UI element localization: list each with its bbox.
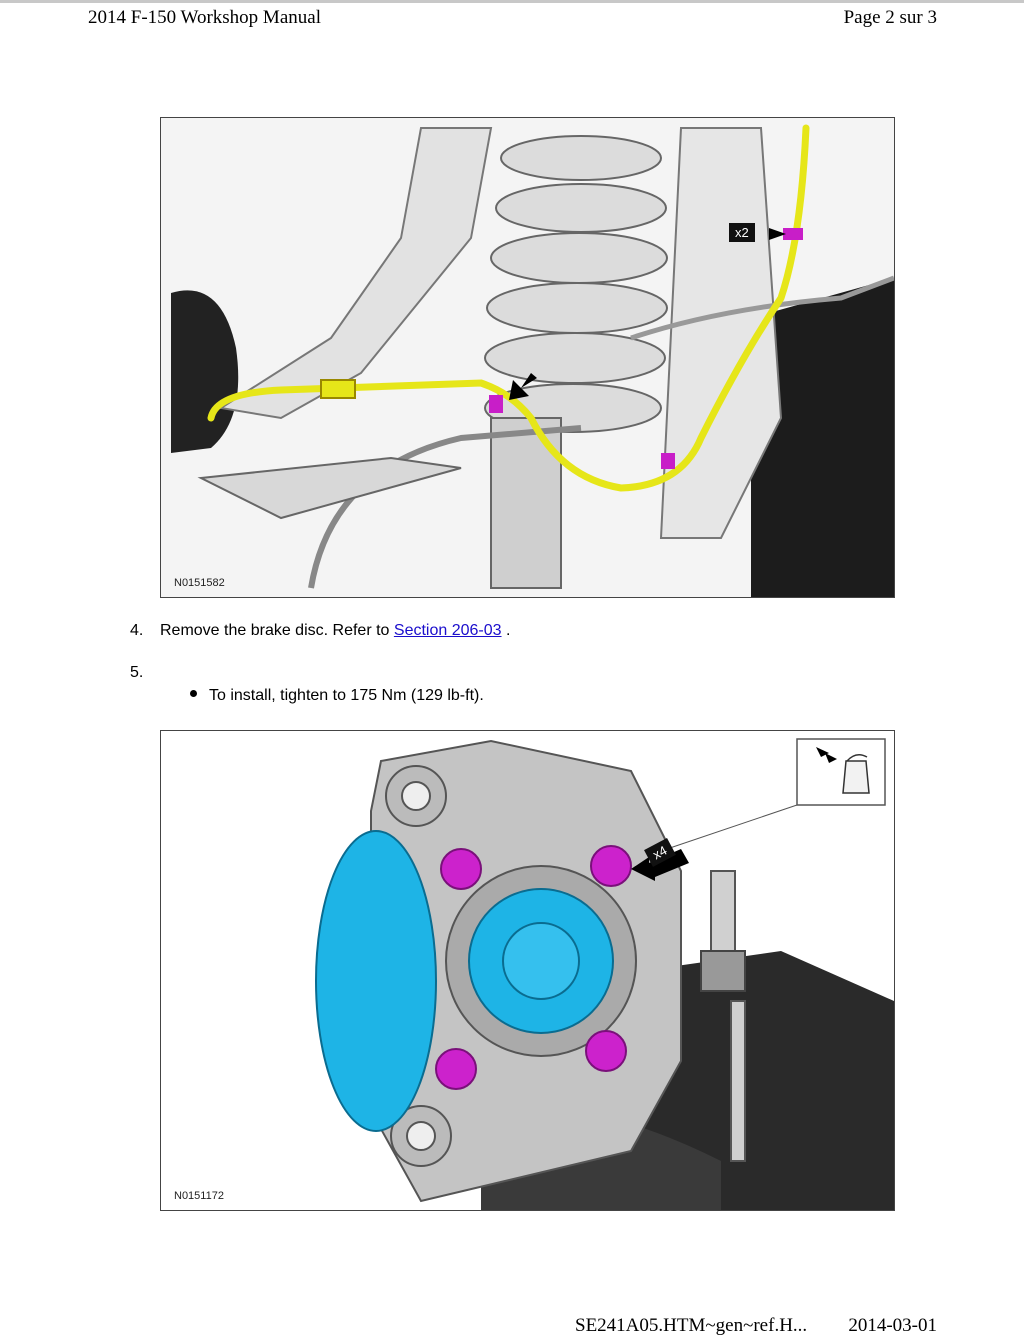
footer-file: SE241A05.HTM~gen~ref.H... — [575, 1315, 808, 1336]
step-number: 4. — [130, 622, 144, 639]
manual-title: 2014 F-150 Workshop Manual — [88, 7, 321, 28]
bullet-icon — [190, 690, 197, 698]
bullet-text: To install, tighten to 175 Nm (129 lb-ft… — [209, 687, 484, 704]
harness-illustration — [161, 118, 894, 597]
figure-id: N0151172 — [174, 1190, 224, 1202]
step-punctuation: . — [505, 622, 511, 639]
figure-harness-routing: x2 N0151582 — [160, 117, 895, 598]
step-text: Remove the brake disc. Refer to Section … — [160, 622, 510, 640]
page-footer: SE241A05.HTM~gen~ref.H... 2014-03-01 — [0, 1312, 1024, 1336]
footer-date: 2014-03-01 — [848, 1315, 937, 1336]
figure-hub-bolts: x4 N0151172 — [160, 730, 895, 1211]
step-number: 5. — [130, 664, 144, 681]
section-link[interactable]: Section 206-03 — [393, 622, 502, 639]
figure-id: N0151582 — [174, 577, 225, 589]
bullet-item: To install, tighten to 175 Nm (129 lb-ft… — [190, 687, 484, 705]
quantity-callout: x2 — [729, 223, 755, 242]
hub-illustration — [161, 731, 894, 1210]
step-instruction: Remove the brake disc. Refer to — [160, 622, 390, 639]
page-number: Page 2 sur 3 — [843, 7, 937, 28]
page-header: 2014 F-150 Workshop Manual Page 2 sur 3 — [0, 0, 1024, 39]
